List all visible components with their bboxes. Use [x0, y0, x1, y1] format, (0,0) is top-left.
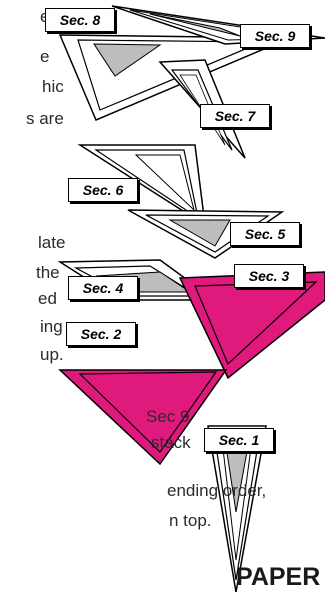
sec-6-label: Sec. 6: [68, 178, 138, 202]
sec-3-label: Sec. 3: [234, 264, 304, 288]
sec-2-label: Sec. 2: [66, 322, 136, 346]
sec-8-label: Sec. 8: [45, 8, 115, 32]
text-fragment-11: stack: [151, 433, 191, 452]
sec-5-label: Sec. 5: [230, 222, 300, 246]
text-fragment-12: ending order,: [167, 481, 267, 500]
sec-1-label: Sec. 1: [204, 428, 274, 452]
text-fragment-7: ed: [38, 289, 57, 308]
triangle-sec-6: [77, 144, 206, 227]
sec-9-label: Sec. 9: [240, 24, 310, 48]
text-fragment-6: the: [36, 263, 60, 282]
title-fragment: PAPER: [236, 563, 321, 591]
text-fragment-13: n top.: [169, 511, 212, 530]
triangle-sec-3: [178, 271, 325, 380]
text-fragment-2: e: [40, 47, 50, 66]
text-fragment-5: late: [38, 233, 66, 252]
text-fragment-9: up.: [40, 345, 64, 364]
text-fragment-10: Sec 9: [146, 407, 190, 426]
sec-7-label: Sec. 7: [200, 104, 270, 128]
text-fragment-8: ing: [40, 317, 63, 336]
sec-4-label: Sec. 4: [68, 276, 138, 300]
text-fragment-4: s are: [26, 109, 64, 128]
text-fragment-1: e: [40, 8, 49, 25]
text-fragment-3: hic: [42, 77, 64, 96]
triangle-sec-2: [58, 369, 228, 466]
